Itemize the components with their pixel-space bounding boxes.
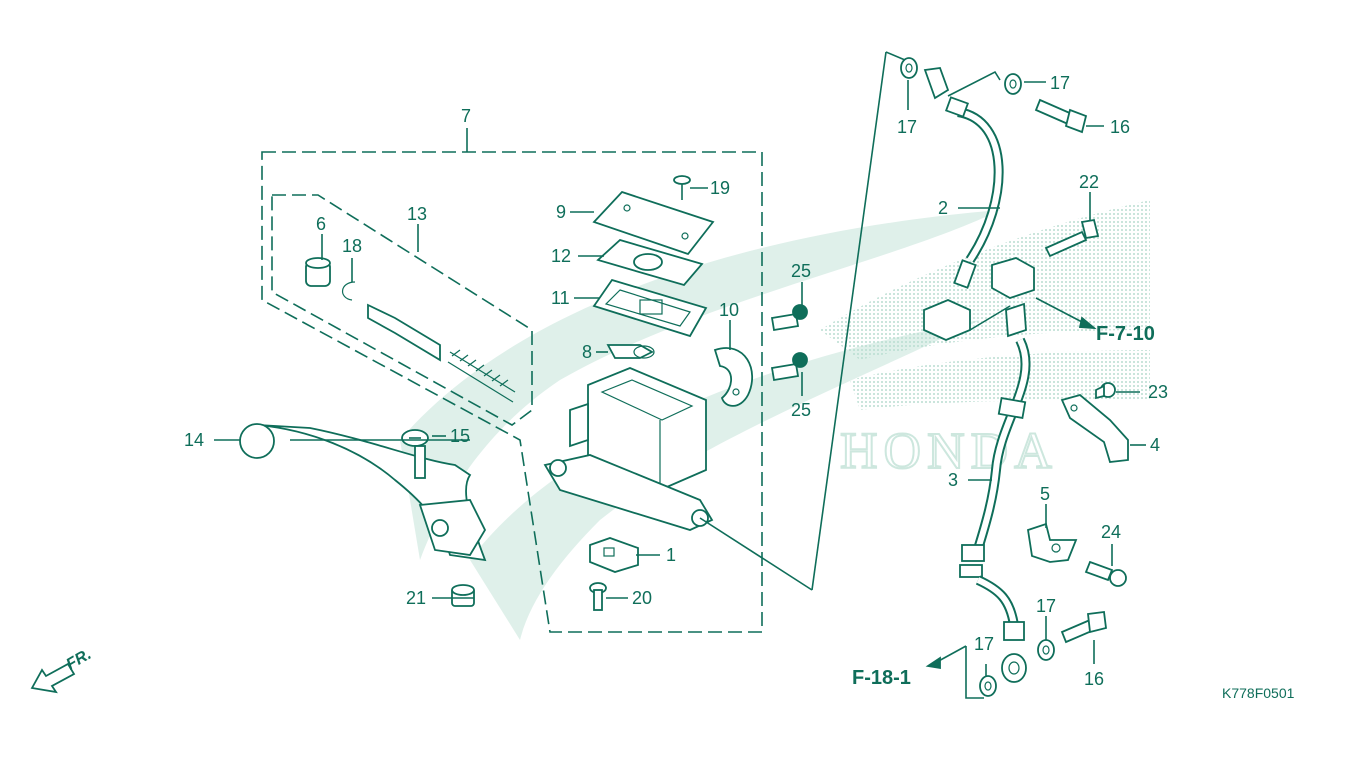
switch-screw (589, 582, 607, 611)
drawing-code: K778F0501 (1222, 685, 1295, 701)
callout-23: 23 (1148, 382, 1168, 402)
callout-24: 24 (1101, 522, 1121, 542)
stop-switch (589, 537, 639, 573)
bracket-bolt (1095, 382, 1116, 400)
callout-6: 6 (316, 214, 326, 234)
section-reference-f18[interactable]: F-18-1 (852, 667, 911, 689)
master-cylinder-assembly-outline (261, 128, 763, 633)
callout-22: 22 (1079, 172, 1099, 192)
callout-15: 15 (450, 426, 470, 446)
callout-17-top-left: 17 (897, 117, 917, 137)
hose-clamp (1026, 522, 1078, 563)
callout-17-bottom-right: 17 (1036, 596, 1056, 616)
callout-25-lower: 25 (791, 400, 811, 420)
brake-lever (239, 423, 487, 562)
front-direction-indicator: FR. (30, 646, 94, 694)
sealing-washer-bottom-left (979, 675, 997, 697)
callout-13: 13 (407, 204, 427, 224)
callout-5: 5 (1040, 484, 1050, 504)
callout-12: 12 (551, 246, 571, 266)
clamp-bolt (1084, 560, 1127, 587)
reservoir-cap-set (592, 175, 715, 338)
three-way-joint (923, 257, 1035, 341)
lever-pivot-bolt (401, 429, 429, 479)
boot-clip (606, 344, 655, 359)
watermark-wing: HONDA (400, 200, 1150, 640)
section-divider (699, 51, 906, 591)
callout-25-upper: 25 (791, 261, 811, 281)
callout-17-bottom-left: 17 (974, 634, 994, 654)
holder-bolt-upper (770, 304, 808, 332)
callout-14: 14 (184, 430, 204, 450)
callout-16-bottom: 16 (1084, 669, 1104, 689)
sealing-washer-top-right (1004, 73, 1022, 95)
lever-nut (451, 584, 475, 607)
callout-18: 18 (342, 236, 362, 256)
callout-2: 2 (938, 198, 948, 218)
callout-19: 19 (710, 178, 730, 198)
hose-guide-bracket (1060, 394, 1129, 463)
leader-lines (214, 70, 1146, 699)
callout-10: 10 (719, 300, 739, 320)
joint-mount-bolt (1044, 218, 1100, 258)
callout-21: 21 (406, 588, 426, 608)
sealing-washer-bottom-right (1037, 639, 1055, 661)
callout-20: 20 (632, 588, 652, 608)
brake-hose-upper (923, 67, 1004, 289)
callout-7: 7 (461, 106, 471, 126)
callout-labels: 1 2 3 4 5 6 7 8 9 10 11 12 13 14 15 16 1… (184, 73, 1168, 689)
watermark-text: HONDA (840, 423, 1058, 480)
cap-screw (673, 175, 691, 200)
callout-9: 9 (556, 202, 566, 222)
oil-bolt-top (1034, 98, 1088, 134)
callout-16-top: 16 (1110, 117, 1130, 137)
master-cylinder-holder (713, 347, 753, 407)
callout-4: 4 (1150, 435, 1160, 455)
callout-3: 3 (948, 470, 958, 490)
section-reference-f7[interactable]: F-7-10 (1096, 323, 1155, 345)
piston-set (305, 257, 516, 403)
sealing-washer-top-left (900, 57, 918, 79)
holder-bolt-lower (770, 352, 808, 382)
callout-11: 11 (551, 288, 570, 308)
brake-hose-lower (959, 337, 1031, 683)
callout-8: 8 (582, 342, 592, 362)
oil-bolt-bottom (1060, 610, 1107, 644)
callout-1: 1 (666, 545, 676, 565)
master-cylinder-body (543, 367, 714, 531)
callout-17-top-right: 17 (1050, 73, 1070, 93)
